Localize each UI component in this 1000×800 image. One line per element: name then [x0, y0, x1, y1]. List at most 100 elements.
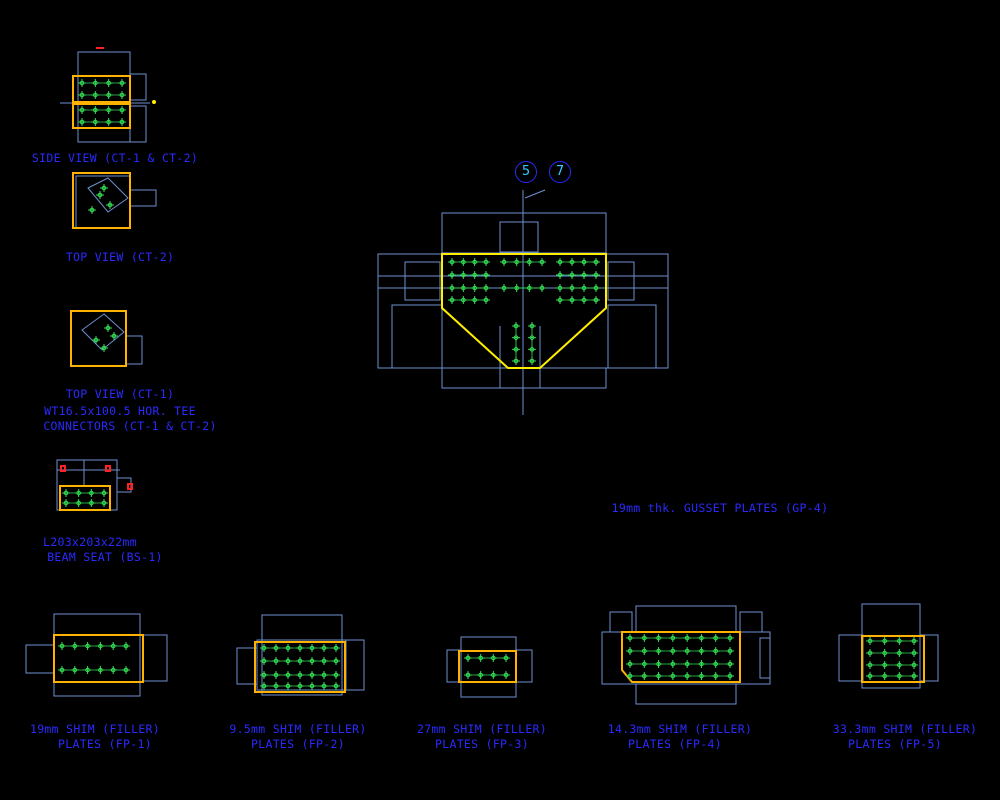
bolt-symbol: [272, 682, 280, 690]
top-view-ct1-label: TOP VIEW (CT-1): [65, 387, 175, 401]
bolt-symbol: [96, 666, 105, 674]
bolt-symbol: [556, 258, 564, 266]
bolt-symbol: [592, 258, 600, 266]
bolt-symbol: [880, 637, 889, 645]
bolt-symbol: [866, 637, 874, 645]
outline-rect: [142, 634, 168, 682]
fp2-plate: [254, 641, 346, 693]
bolt-symbol: [96, 191, 104, 199]
outline-rect: [125, 335, 143, 365]
bolt-symbol: [122, 642, 130, 650]
bolt-symbol: [122, 666, 130, 674]
beam-seat-label-line2: BEAM SEAT (BS-1): [47, 550, 163, 564]
bolt-symbol: [866, 649, 874, 657]
bolt-symbol: [104, 79, 113, 87]
fp5-label-line1: 33.3mm SHIM (FILLER): [832, 722, 978, 736]
bolt-symbol: [525, 258, 534, 266]
bolt-symbol: [910, 637, 918, 645]
bolt-layer: [58, 79, 918, 690]
bolt-symbol: [58, 642, 66, 650]
bolt-symbol: [683, 660, 692, 668]
outline-layer: [25, 51, 939, 705]
outline-rect: [635, 605, 737, 633]
fp1-plate: [53, 634, 144, 683]
side-view-flange-bottom: [72, 103, 131, 129]
outline-rect: [635, 683, 737, 705]
bolt-symbol: [470, 296, 479, 304]
outline-rect: [499, 221, 539, 253]
bolt-symbol: [87, 499, 96, 507]
detail-bubble-5[interactable]: 5: [515, 161, 537, 183]
bolt-symbol: [100, 489, 108, 497]
bolt-symbol: [62, 499, 70, 507]
bolt-symbol: [697, 647, 706, 655]
bolt-symbol: [296, 644, 304, 652]
bolt-symbol: [500, 284, 508, 292]
gusset-plate-label: 19mm thk. GUSSET PLATES (GP-4): [611, 501, 829, 515]
bolt-symbol: [556, 296, 564, 304]
bolt-symbol: [272, 657, 280, 665]
bolt-symbol: [88, 206, 96, 214]
gusset-plate-gp4: [441, 253, 607, 369]
bolt-symbol: [448, 284, 456, 292]
bolt-symbol: [711, 647, 720, 655]
bolt-symbol: [320, 644, 328, 652]
beam-seat-dimension-mark: [105, 465, 111, 472]
bolt-symbol: [500, 258, 508, 266]
fp3-label-line2: PLATES (FP-3): [435, 737, 529, 751]
bolt-symbol: [528, 345, 536, 354]
bolt-symbol: [910, 661, 918, 669]
bolt-symbol: [654, 647, 663, 655]
bolt-symbol: [91, 91, 100, 99]
fp3-label-line1: 27mm SHIM (FILLER): [416, 722, 548, 736]
bolt-symbol: [626, 672, 634, 680]
bolt-symbol: [118, 118, 126, 126]
bolt-symbol: [626, 634, 634, 642]
bolt-symbol: [260, 671, 268, 679]
beam-seat-angle: [59, 485, 111, 511]
fp3-plate: [458, 650, 517, 683]
beam-seat-dimension-mark: [60, 465, 66, 472]
bolt-symbol: [320, 657, 328, 665]
bolt-symbol: [91, 118, 100, 126]
bolt-symbol: [512, 333, 520, 342]
bolt-symbol: [538, 258, 546, 266]
top-view-ct1-rotated-tee: [81, 313, 125, 351]
bolt-symbol: [83, 666, 92, 674]
outline-rect: [345, 639, 365, 691]
bolt-symbol: [83, 642, 92, 650]
bolt-symbol: [109, 666, 118, 674]
bolt-symbol: [272, 671, 280, 679]
bolt-symbol: [910, 672, 918, 680]
bolt-symbol: [106, 201, 114, 209]
fp4-plate: [621, 631, 741, 683]
bolt-symbol: [476, 671, 485, 679]
bolt-symbol: [711, 634, 720, 642]
bolt-symbol: [580, 258, 588, 266]
bolt-symbol: [118, 106, 126, 114]
bolt-symbol: [668, 647, 677, 655]
bolt-symbol: [78, 91, 86, 99]
bolt-symbol: [726, 634, 734, 642]
bolt-symbol: [640, 634, 649, 642]
bolt-symbol: [100, 184, 108, 192]
tee-connector-label-line2: CONNECTORS (CT-1 & CT-2): [43, 419, 217, 433]
bolt-symbol: [895, 661, 904, 669]
bolt-symbol: [668, 672, 677, 680]
bolt-symbol: [284, 671, 292, 679]
fp4-label-line2: PLATES (FP-4): [628, 737, 722, 751]
bolt-symbol: [70, 642, 79, 650]
bolt-symbol: [100, 344, 108, 352]
bolt-symbol: [284, 644, 292, 652]
fp3-outline: [460, 636, 517, 698]
tee-connector-label-line1: WT16.5x100.5 HOR. TEE: [44, 404, 196, 418]
bolt-symbol: [96, 642, 105, 650]
plate-layer: [53, 75, 925, 693]
bolt-symbol: [62, 489, 70, 497]
gusset-bottom-column: [441, 367, 607, 389]
bolt-symbol: [104, 91, 113, 99]
detail-bubble-7[interactable]: 7: [549, 161, 571, 183]
bolt-symbol: [895, 637, 904, 645]
outline-rect: [25, 644, 55, 674]
bolt-symbol: [512, 322, 520, 330]
